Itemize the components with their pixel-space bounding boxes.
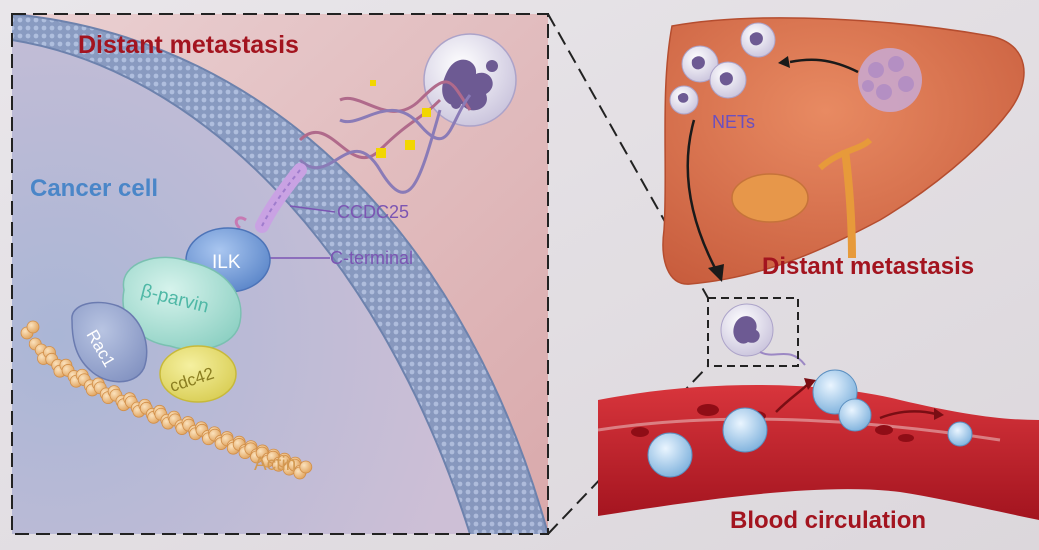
blood-vessel-icon (597, 369, 1039, 520)
ccdc25-receptor (234, 163, 307, 233)
liver-icon (662, 17, 1025, 285)
actin-bead (299, 460, 313, 474)
cdc42-protein (159, 345, 237, 403)
arrow-to-circulation (686, 119, 718, 271)
ccdc25-leader (289, 205, 336, 213)
actin-filament (20, 320, 313, 480)
arrow-to-nets (789, 58, 859, 74)
inset-panel: Distant metastasis Cancer cell CCDC25 C-… (12, 14, 548, 534)
inset-border (11, 13, 549, 535)
cancer-cell-label: Cancer cell (30, 175, 158, 202)
gallbladder (731, 173, 809, 223)
neutrophil-icon (423, 33, 517, 127)
zoom-line-top (547, 13, 709, 299)
rac1-protein (71, 301, 148, 383)
cell-membrane (12, 14, 548, 534)
tumor-cell-icon (858, 48, 922, 112)
ccdc25-label: CCDC25 (337, 202, 409, 222)
zoom-box (707, 297, 806, 367)
beta-parvin-protein (122, 256, 242, 351)
actin-bead (26, 320, 40, 334)
nets-label: NETs (712, 112, 755, 132)
c-terminal-label: C-terminal (330, 248, 413, 268)
dna-strand-icon (298, 80, 472, 194)
inset-title: Distant metastasis (78, 31, 299, 59)
liver-neutrophils (669, 22, 776, 115)
ilk-label: ILK (212, 252, 241, 273)
liver-metastasis-label: Distant metastasis (762, 253, 974, 280)
blood-circulation-label: Blood circulation (730, 507, 926, 534)
actin-label: Actin (254, 454, 296, 475)
